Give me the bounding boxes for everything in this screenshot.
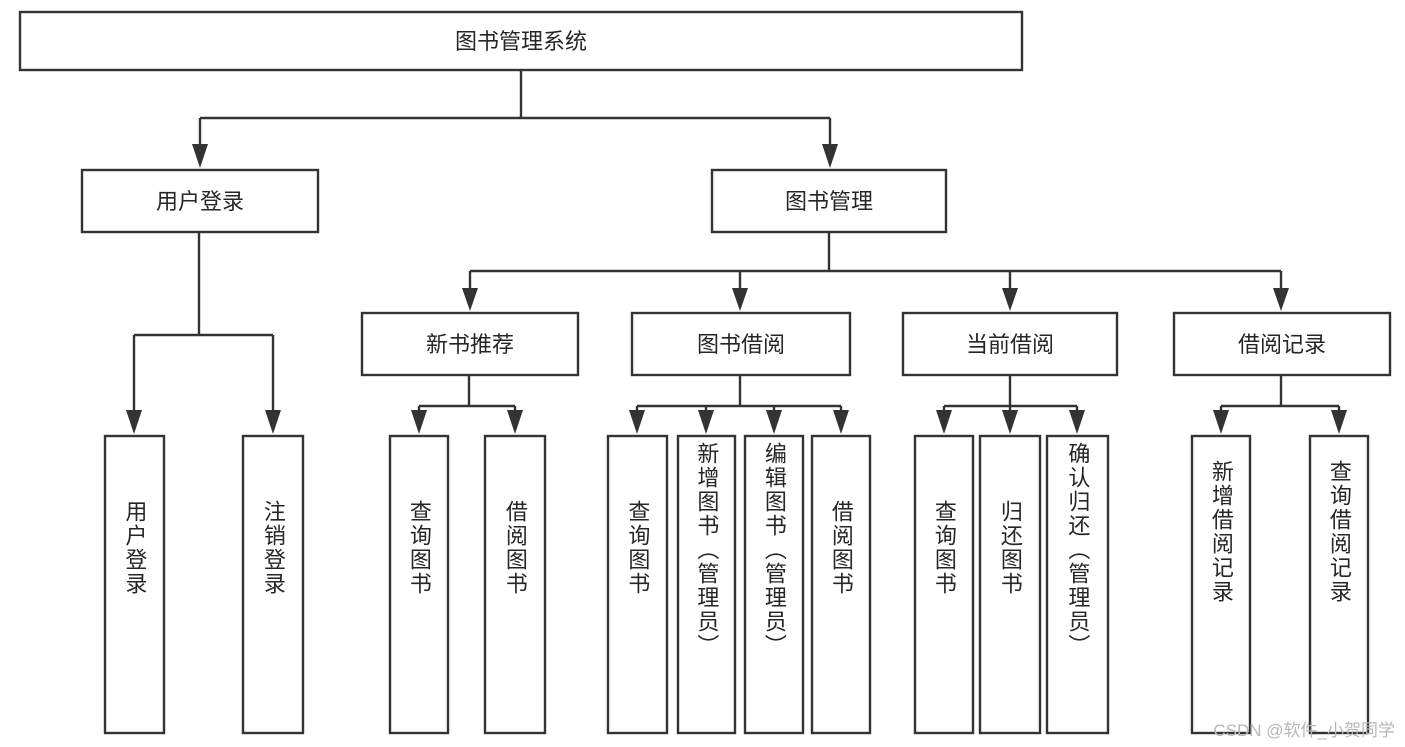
edge-group-borrow-record xyxy=(1213,375,1347,434)
edge-group-root xyxy=(192,70,838,168)
node-leaf-query-book-rec-box[interactable] xyxy=(388,434,450,735)
node-leaf-query-record-box[interactable] xyxy=(1308,434,1370,735)
node-new-book-rec-label: 新书推荐 xyxy=(426,332,514,357)
node-book-manage[interactable]: 图书管理 xyxy=(710,168,948,234)
node-book-borrow[interactable]: 图书借阅 xyxy=(630,311,852,377)
arrow-head-new-book-rec xyxy=(462,288,478,311)
arrow-head-leaf-add-book xyxy=(698,410,714,434)
node-borrow-record-box[interactable] xyxy=(1172,311,1392,377)
arrow-head-leaf-query-book-rec xyxy=(411,410,427,434)
node-current-borrow[interactable]: 当前借阅 xyxy=(901,311,1119,377)
node-borrow-record[interactable]: 借阅记录 xyxy=(1172,311,1392,377)
node-current-borrow-box[interactable] xyxy=(901,311,1119,377)
node-root-box[interactable] xyxy=(18,10,1024,72)
node-user-login[interactable]: 用户登录 xyxy=(80,168,320,234)
csdn-watermark: CSDN @软件_小贺同学 xyxy=(1213,721,1395,740)
node-book-manage-label: 图书管理 xyxy=(785,189,873,214)
node-root[interactable]: 图书管理系统 xyxy=(18,10,1024,72)
node-book-borrow-box[interactable] xyxy=(630,311,852,377)
arrow-head-leaf-user-login xyxy=(126,410,142,434)
node-user-login-label: 用户登录 xyxy=(156,189,244,214)
node-borrow-record-label: 借阅记录 xyxy=(1238,332,1326,357)
node-leaf-logout-box[interactable] xyxy=(241,434,305,735)
node-leaf-return-book-box[interactable] xyxy=(978,434,1042,735)
edge-group-book-manage xyxy=(462,232,1289,311)
node-leaf-borrow-book-rec-box[interactable] xyxy=(483,434,547,735)
node-leaf-add-record-box[interactable] xyxy=(1190,434,1252,735)
node-leaf-query-book-cb-box[interactable] xyxy=(913,434,975,735)
edge-group-new-book-rec xyxy=(411,375,523,434)
node-current-borrow-label: 当前借阅 xyxy=(966,332,1054,357)
node-leaf-confirm-return-box[interactable] xyxy=(1045,434,1110,735)
edge-group-book-borrow xyxy=(629,375,849,434)
node-new-book-rec-box[interactable] xyxy=(360,311,580,377)
arrow-head-user-login xyxy=(192,144,208,168)
arrow-head-leaf-query-book-cb xyxy=(936,410,952,434)
node-leaf-borrow-book-bb-box[interactable] xyxy=(810,434,872,735)
arrow-head-leaf-query-book-bb xyxy=(629,410,645,434)
node-user-login-box[interactable] xyxy=(80,168,320,234)
arrow-head-current-borrow xyxy=(1002,288,1018,311)
node-leaf-user-login-box[interactable] xyxy=(103,434,166,735)
arrow-head-leaf-return-book xyxy=(1002,410,1018,434)
arrow-head-leaf-borrow-book-rec xyxy=(507,410,523,434)
node-book-manage-box[interactable] xyxy=(710,168,948,234)
arrow-head-leaf-logout xyxy=(265,410,281,434)
node-leaf-query-book-bb-box[interactable] xyxy=(606,434,669,735)
arrow-head-book-borrow xyxy=(732,288,748,311)
node-book-borrow-label: 图书借阅 xyxy=(697,332,785,357)
arrow-head-borrow-record xyxy=(1273,288,1289,311)
node-root-label: 图书管理系统 xyxy=(455,29,587,54)
node-new-book-rec[interactable]: 新书推荐 xyxy=(360,311,580,377)
arrow-head-leaf-edit-book xyxy=(766,410,782,434)
arrow-head-leaf-query-record xyxy=(1331,410,1347,434)
leaf-nodes xyxy=(103,434,1370,735)
edge-group-current-borrow xyxy=(936,375,1085,434)
node-leaf-edit-book-box[interactable] xyxy=(743,434,805,735)
node-leaf-add-book-box[interactable] xyxy=(676,434,737,735)
arrow-head-book-manage xyxy=(822,144,838,168)
arrow-head-leaf-borrow-book-bb xyxy=(833,410,849,434)
arrow-head-leaf-confirm-return xyxy=(1069,410,1085,434)
edge-group-user-login xyxy=(126,232,281,434)
arrow-head-leaf-add-record xyxy=(1213,410,1229,434)
